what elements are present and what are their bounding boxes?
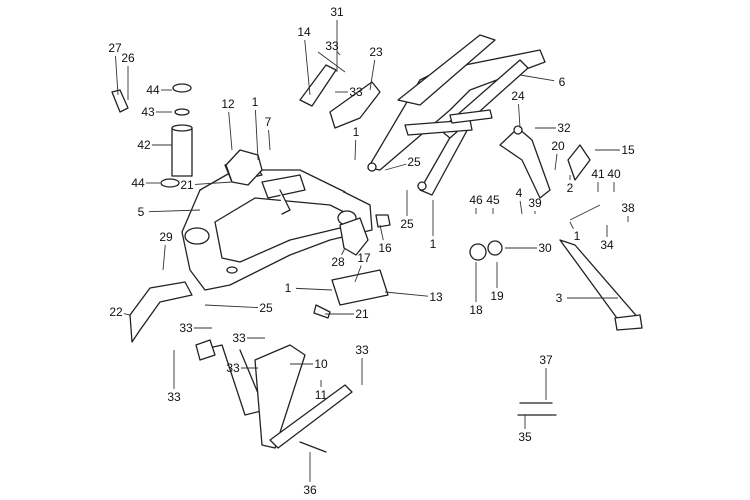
callout-leader-1 xyxy=(254,109,259,161)
callout-label-6: 6 xyxy=(559,75,566,89)
callout-label-43: 43 xyxy=(141,105,155,119)
callout-label-5: 5 xyxy=(138,205,145,219)
callout-label-33: 33 xyxy=(355,343,369,357)
callout-leader-17 xyxy=(354,265,362,283)
callout-leader-13 xyxy=(384,291,429,297)
callout-label-1: 1 xyxy=(252,95,259,109)
callout-leader-6 xyxy=(519,74,555,82)
callout-leader-27 xyxy=(115,55,119,96)
callout-label-1: 1 xyxy=(353,125,360,139)
callout-leader-33 xyxy=(336,51,341,56)
callout-label-33: 33 xyxy=(167,390,181,404)
callout-label-44: 44 xyxy=(131,176,145,190)
callout-label-31: 31 xyxy=(330,5,344,19)
callout-label-13: 13 xyxy=(429,290,443,304)
callout-leader-7 xyxy=(268,129,271,151)
callout-label-1: 1 xyxy=(285,281,292,295)
callout-label-2: 2 xyxy=(567,181,574,195)
callout-leader-25 xyxy=(204,304,259,309)
callout-leader-14 xyxy=(304,39,311,96)
callout-label-36: 36 xyxy=(303,483,317,497)
callout-leader-1 xyxy=(569,221,574,230)
callout-label-33: 33 xyxy=(325,39,339,53)
callout-label-22: 22 xyxy=(109,305,123,319)
bracket-23 xyxy=(329,81,381,129)
pillion-bracket xyxy=(499,125,591,199)
side-stand xyxy=(559,204,643,331)
callout-label-4: 4 xyxy=(516,186,523,200)
callout-label-27: 27 xyxy=(108,41,122,55)
callout-label-37: 37 xyxy=(539,353,553,367)
callout-label-7: 7 xyxy=(265,115,272,129)
callout-label-44: 44 xyxy=(146,83,160,97)
callout-label-40: 40 xyxy=(607,167,621,181)
callout-label-41: 41 xyxy=(591,167,605,181)
callout-label-10: 10 xyxy=(314,357,328,371)
callout-label-34: 34 xyxy=(600,238,614,252)
callout-leader-1 xyxy=(295,287,333,291)
callout-label-25: 25 xyxy=(400,217,414,231)
callout-leader-20 xyxy=(554,153,558,171)
callout-label-42: 42 xyxy=(137,138,151,152)
callout-leader-23 xyxy=(369,59,376,91)
callout-label-11: 11 xyxy=(315,388,328,402)
callout-label-24: 24 xyxy=(511,89,525,103)
side-bracket-14 xyxy=(299,64,337,107)
callout-leader-1 xyxy=(354,139,357,161)
callout-leader-5 xyxy=(148,209,201,213)
callout-leader-25 xyxy=(384,163,407,171)
callout-label-33: 33 xyxy=(226,361,240,375)
callout-label-1: 1 xyxy=(574,229,581,243)
callout-label-32: 32 xyxy=(557,121,571,135)
callout-leader-24 xyxy=(518,103,521,129)
callout-label-12: 12 xyxy=(221,97,235,111)
right-footpeg-assembly xyxy=(313,214,391,319)
callout-label-17: 17 xyxy=(357,251,371,265)
callout-label-15: 15 xyxy=(621,143,635,157)
callout-label-14: 14 xyxy=(297,25,311,39)
callout-label-46: 46 xyxy=(469,193,483,207)
callout-leader-28 xyxy=(341,247,346,256)
callout-label-33: 33 xyxy=(349,85,363,99)
bolts xyxy=(299,402,557,453)
callout-label-25: 25 xyxy=(259,301,273,315)
callout-label-45: 45 xyxy=(486,193,500,207)
callout-label-23: 23 xyxy=(369,45,383,59)
shock-absorber xyxy=(111,83,193,188)
callout-label-18: 18 xyxy=(469,303,483,317)
springs xyxy=(469,240,503,261)
callout-label-21: 21 xyxy=(355,307,369,321)
callout-label-1: 1 xyxy=(430,237,437,251)
rear-subframe xyxy=(367,34,546,196)
brake-pedal xyxy=(129,281,193,343)
callout-leader-12 xyxy=(228,111,233,151)
callout-leader-16 xyxy=(379,224,384,241)
callout-label-20: 20 xyxy=(551,139,565,153)
callout-label-39: 39 xyxy=(528,196,542,210)
callout-label-33: 33 xyxy=(179,321,193,335)
callout-label-38: 38 xyxy=(621,201,635,215)
callout-label-33: 33 xyxy=(232,331,246,345)
callout-leader-22 xyxy=(123,313,131,316)
callout-leader-29 xyxy=(162,244,166,271)
callout-leader-21 xyxy=(194,181,233,185)
callout-label-26: 26 xyxy=(121,51,135,65)
callout-label-16: 16 xyxy=(378,241,392,255)
callout-label-30: 30 xyxy=(538,241,552,255)
bolt-31 xyxy=(317,51,346,73)
center-stand xyxy=(195,339,353,449)
callout-label-19: 19 xyxy=(490,289,504,303)
callout-label-3: 3 xyxy=(556,291,563,305)
callout-leader-4 xyxy=(519,200,523,215)
callout-label-25: 25 xyxy=(407,155,421,169)
callout-label-21: 21 xyxy=(180,178,194,192)
callout-label-28: 28 xyxy=(331,255,345,269)
callout-label-35: 35 xyxy=(518,430,532,444)
callout-label-29: 29 xyxy=(159,230,173,244)
